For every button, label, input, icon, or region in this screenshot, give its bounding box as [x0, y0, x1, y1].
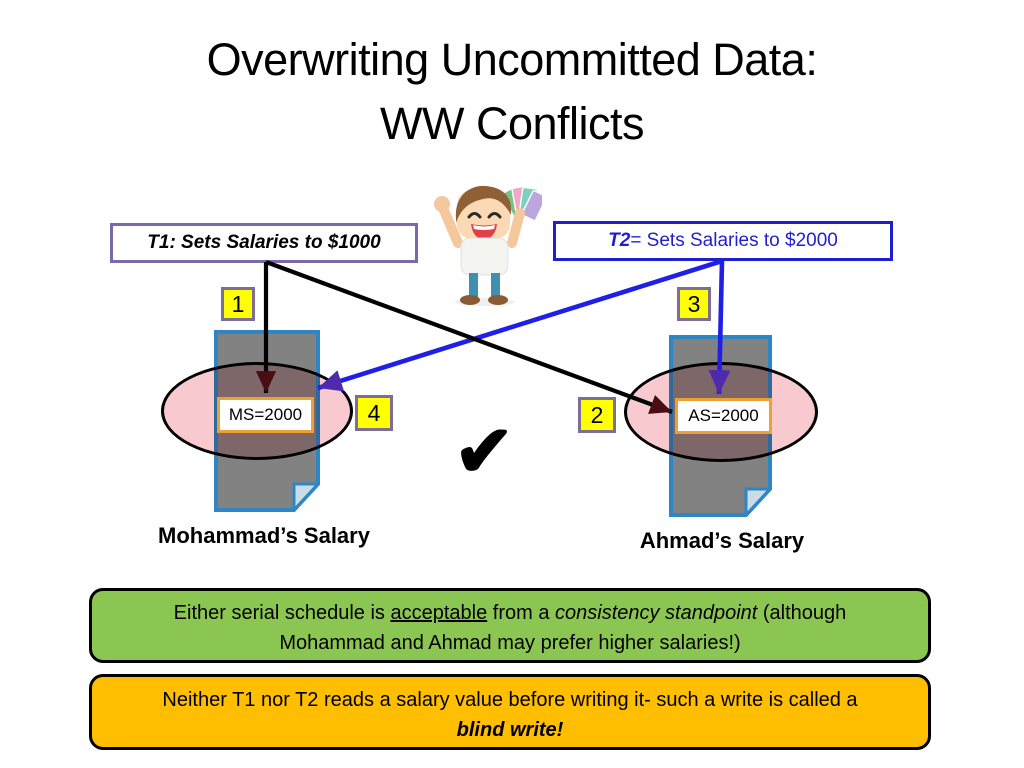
step-number: 4 — [367, 399, 381, 426]
slide-title: Overwriting Uncommitted Data: WW Conflic… — [0, 28, 1024, 156]
serial-schedule-note: Either serial schedule is acceptable fro… — [89, 588, 931, 663]
step-number: 3 — [687, 290, 701, 317]
step-badge-4: 4 — [355, 395, 393, 431]
transaction-t1-box: T1: Sets Salaries to $1000 — [110, 223, 418, 263]
note-text: Neither T1 nor T2 reads a salary value b… — [162, 689, 858, 711]
note-text: Either serial schedule is — [173, 602, 391, 624]
step-number: 1 — [231, 290, 245, 317]
transaction-t1-label: T1: Sets Salaries to $1000 — [147, 232, 381, 253]
note-text-underlined: acceptable — [390, 602, 488, 624]
transaction-t2-box: T2 = Sets Salaries to $2000 — [553, 221, 893, 261]
slide-title-line1: Overwriting Uncommitted Data: — [206, 34, 818, 85]
note-text: from a — [487, 602, 555, 624]
note-text: Mohammad and Ahmad may prefer higher sal… — [279, 632, 741, 654]
note-text-bold-italic: blind write! — [456, 719, 564, 741]
happy-person-icon — [434, 185, 542, 306]
step-badge-1: 1 — [221, 287, 255, 321]
folded-corner-icon — [744, 487, 772, 517]
ms-value-box: MS=2000 — [217, 397, 314, 433]
slide-title-line2: WW Conflicts — [380, 97, 645, 149]
blind-write-note: Neither T1 nor T2 reads a salary value b… — [89, 674, 931, 750]
note-text: (although — [757, 602, 847, 624]
folded-corner-icon — [292, 482, 320, 512]
ms-value: MS=2000 — [228, 405, 303, 424]
mohammad-salary-label: Mohammad’s Salary — [158, 523, 370, 548]
note-text-italic: consistency standpoint — [555, 602, 758, 624]
check-icon: ✔ — [453, 412, 515, 492]
step-badge-3: 3 — [677, 287, 711, 321]
transaction-t2-label: = Sets Salaries to $2000 — [630, 230, 838, 251]
ahmad-salary-label: Ahmad’s Salary — [639, 528, 805, 553]
step-number: 2 — [590, 401, 604, 428]
step-badge-2: 2 — [578, 397, 616, 433]
transaction-t2-prefix: T2 — [608, 230, 631, 251]
as-value-box: AS=2000 — [675, 398, 772, 434]
as-value: AS=2000 — [688, 406, 759, 425]
